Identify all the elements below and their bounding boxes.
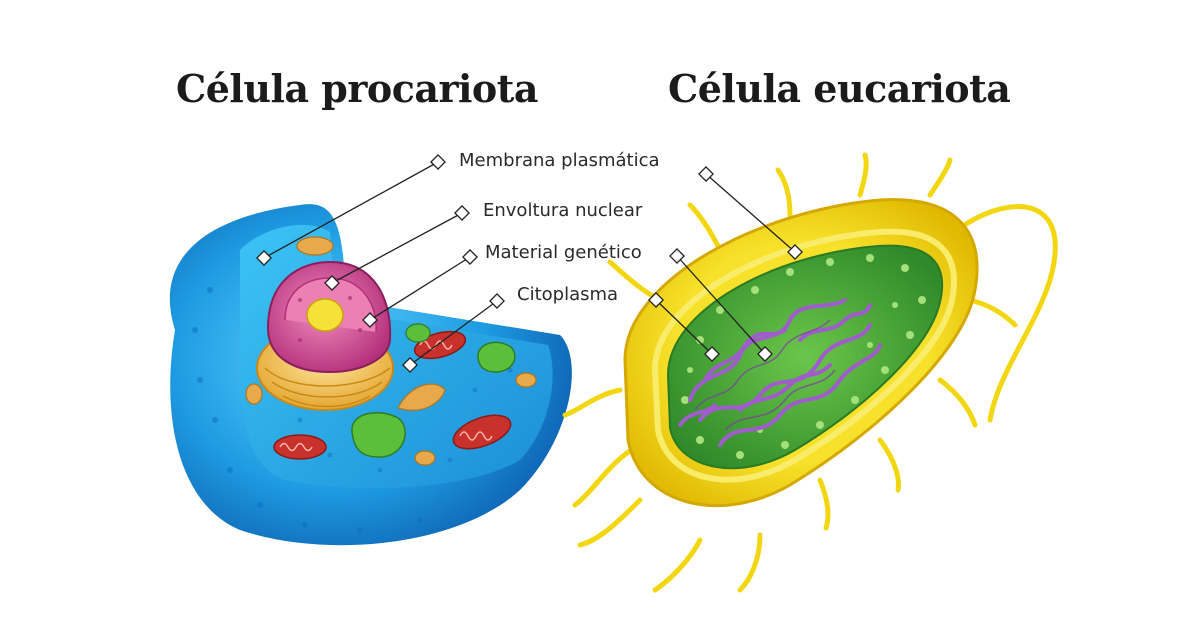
label-membrana-plasmatica: Membrana plasmática	[459, 150, 660, 171]
right-cell	[562, 152, 1058, 593]
title-right: Célula eucariota	[668, 66, 1011, 111]
label-material-genetico: Material genético	[485, 242, 642, 263]
label-envoltura-nuclear: Envoltura nuclear	[483, 200, 643, 221]
left-cell	[169, 204, 572, 546]
bacterium-cytoplasm	[666, 244, 944, 470]
title-left: Célula procariota	[176, 66, 538, 111]
genetic-material-detail	[694, 319, 836, 431]
label-citoplasma: Citoplasma	[517, 284, 619, 305]
nucleus	[266, 260, 392, 374]
nucleolus	[306, 298, 344, 332]
vesicles	[351, 323, 516, 458]
genetic-material	[678, 298, 882, 447]
